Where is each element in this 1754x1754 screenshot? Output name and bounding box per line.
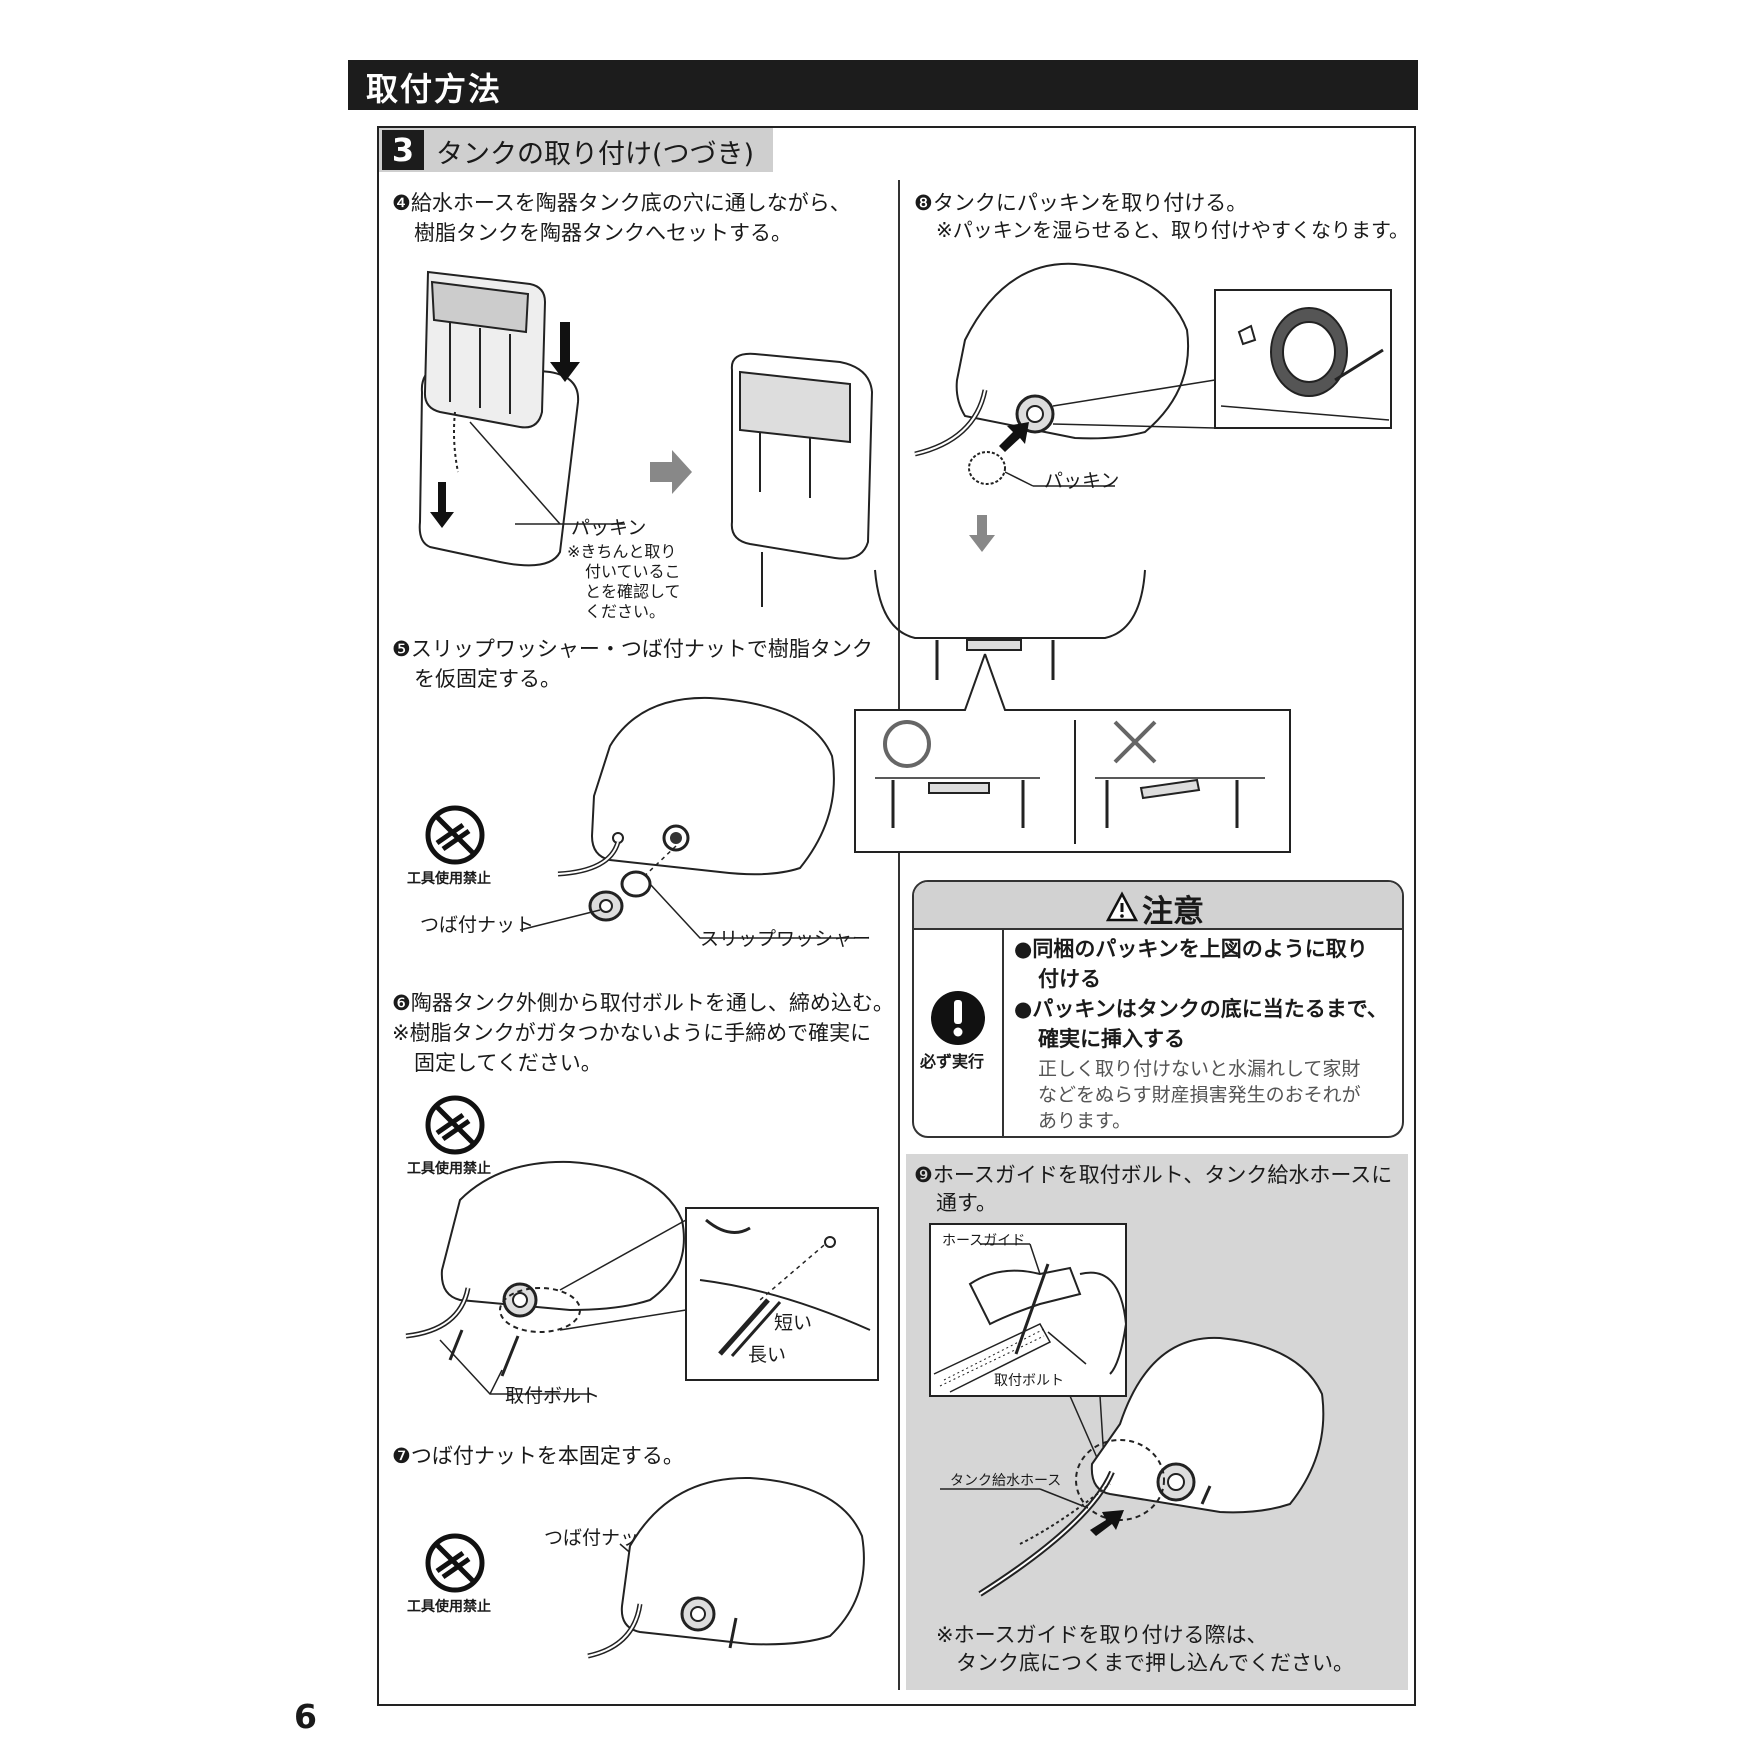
step-6-note1: ※樹脂タンクがガタつかないように手締めで確実に bbox=[392, 1021, 872, 1045]
caution-body-line3: あります。 bbox=[1038, 1110, 1132, 1132]
caution-body-line2: などをぬらす財産損害発生のおそれが bbox=[1038, 1084, 1361, 1106]
long-label: 長い bbox=[748, 1344, 787, 1366]
packing-note-line2: 付いているこ bbox=[585, 562, 681, 581]
no-tools-label: 工具使用禁止 bbox=[407, 1161, 491, 1177]
caution-item-2-line2: 確実に挿入する bbox=[1038, 1027, 1185, 1051]
caution-body: 正しく取り付けないと水漏れして家財 などをぬらす財産損害発生のおそれが あります… bbox=[1038, 1056, 1361, 1134]
flange-nut-label-2: つば付ナット bbox=[544, 1527, 659, 1549]
flange-nut-label: つば付ナット bbox=[420, 914, 535, 936]
column-divider bbox=[898, 180, 900, 1690]
packing-note-line1: ※きちんと取り bbox=[567, 542, 677, 561]
no-tools-icon bbox=[425, 1533, 485, 1593]
no-tools-label: 工具使用禁止 bbox=[407, 871, 491, 887]
step-6-illustration bbox=[405, 1160, 879, 1395]
caution-header bbox=[914, 882, 1402, 930]
mounting-bolt-label: 取付ボルト bbox=[505, 1385, 601, 1407]
content-frame bbox=[377, 126, 1416, 1706]
step-4-illustration bbox=[418, 270, 874, 607]
packing-note-line4: ください。 bbox=[585, 602, 666, 621]
no-tools-icon bbox=[425, 1095, 485, 1155]
packing-label-2: パッキン bbox=[1044, 470, 1120, 492]
warning-triangle-icon bbox=[1105, 891, 1139, 922]
packing-label: パッキン bbox=[571, 517, 647, 539]
step-6-line1: ❻陶器タンク外側から取付ボルトを通し、締め込む。 bbox=[392, 991, 894, 1015]
must-do-label: 必ず実行 bbox=[920, 1052, 985, 1071]
section-header bbox=[379, 128, 773, 172]
step-4-line2: 樹脂タンクを陶器タンクへセットする。 bbox=[414, 221, 792, 245]
step-8-illustration bbox=[854, 262, 1392, 853]
step-7-line1: ❼つば付ナットを本固定する。 bbox=[392, 1444, 684, 1468]
step-8-line1: ❽タンクにパッキンを取り付ける。 bbox=[914, 191, 1248, 215]
flange-nut-leader bbox=[519, 909, 601, 931]
step-5-line2: を仮固定する。 bbox=[414, 667, 561, 691]
exclamation-icon bbox=[931, 991, 985, 1045]
caution-separator bbox=[1002, 930, 1004, 1136]
step-5-line1: ❺スリップワッシャー・つば付ナットで樹脂タンク bbox=[392, 637, 873, 661]
mounting-bolt-label-2: 取付ボルト bbox=[994, 1373, 1064, 1389]
packing-note-line3: とを確認して bbox=[585, 582, 681, 601]
hose-guide-label: ホースガイド bbox=[942, 1233, 1026, 1249]
step-9-line1: ❾ホースガイドを取付ボルト、タンク給水ホースに bbox=[914, 1163, 1393, 1187]
caution-items: ●同梱のパッキンを上図のように取り 付ける ●パッキンはタンクの底に当たるまで、… bbox=[1014, 934, 1388, 1054]
header-bar bbox=[348, 60, 1418, 110]
tank-supply-hose-label: タンク給水ホース bbox=[950, 1473, 1062, 1489]
packing-note: ※きちんと取り 付いているこ とを確認して ください。 bbox=[567, 542, 681, 622]
step-9-illustration bbox=[929, 1223, 1325, 1597]
page-number: 6 bbox=[294, 1697, 317, 1736]
step-9-note1: ※ホースガイドを取り付ける際は、 bbox=[936, 1623, 1268, 1647]
page-title: 取付方法 bbox=[366, 70, 503, 108]
step-7-illustration bbox=[587, 1476, 865, 1659]
caution-body-line1: 正しく取り付けないと水漏れして家財 bbox=[1038, 1058, 1361, 1080]
caution-item-2-line1: ●パッキンはタンクの底に当たるまで、 bbox=[1014, 997, 1388, 1021]
short-label: 短い bbox=[774, 1312, 813, 1334]
caution-item-1-line1: ●同梱のパッキンを上図のように取り bbox=[1014, 937, 1368, 961]
step-9-line2: 通す。 bbox=[936, 1191, 997, 1215]
slip-washer-label: スリップワッシャー bbox=[700, 928, 872, 950]
section-title: タンクの取り付け(つづき) bbox=[436, 139, 755, 170]
step-5-illustration bbox=[557, 696, 835, 922]
step-9-note2: タンク底につくまで押し込んでください。 bbox=[956, 1651, 1354, 1675]
caution-item-1-line2: 付ける bbox=[1038, 967, 1101, 991]
step-8-note1: ※パッキンを湿らせると、取り付けやすくなります。 bbox=[936, 218, 1409, 242]
no-tools-icon bbox=[425, 805, 485, 865]
caution-box: 注意 必ず実行 ●同梱のパッキンを上図のように取り 付ける ●パッキンはタンクの… bbox=[912, 880, 1404, 1138]
section-number: 3 bbox=[382, 130, 424, 170]
caution-title: 注意 bbox=[1142, 894, 1204, 930]
no-tools-label: 工具使用禁止 bbox=[407, 1599, 491, 1615]
step-6-note2: 固定してください。 bbox=[414, 1051, 602, 1075]
step-4-line1: ❹給水ホースを陶器タンク底の穴に通しながら、 bbox=[392, 191, 851, 215]
slip-washer-leader bbox=[649, 883, 855, 939]
